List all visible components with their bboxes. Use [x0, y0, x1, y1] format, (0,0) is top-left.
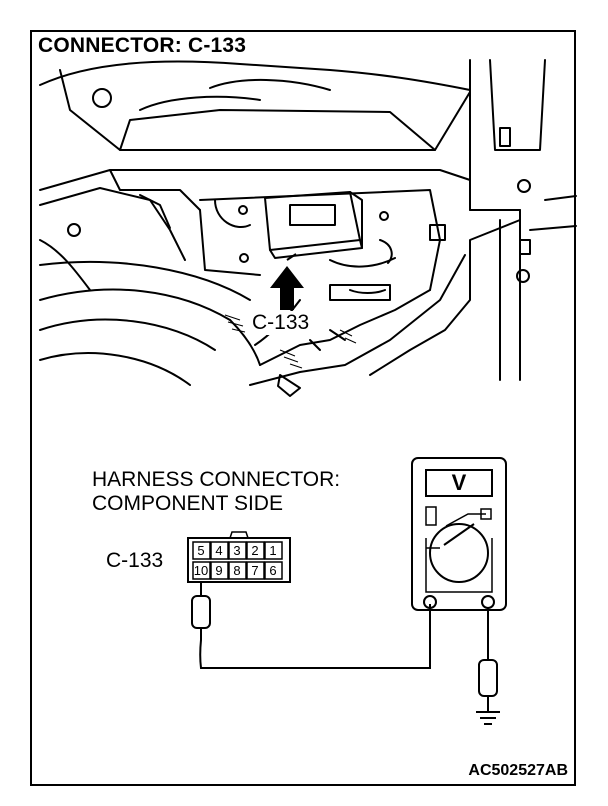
harness-connector-subheading: COMPONENT SIDE: [92, 492, 283, 515]
connector-pin: 8: [233, 563, 241, 578]
dashboard-illustration: [39, 59, 577, 397]
ground-probe: [476, 608, 500, 725]
meter-dial-pointer: [443, 523, 475, 546]
connector-pin: 3: [233, 543, 241, 558]
connector-pin: 9: [215, 563, 223, 578]
harness-connector-heading: HARNESS CONNECTOR:: [92, 468, 341, 491]
connector-pin: 5: [197, 543, 205, 558]
reference-code: AC502527AB: [468, 762, 568, 779]
connector-pin: 1: [269, 543, 277, 558]
connector-probe: [191, 582, 431, 669]
connector-pin: 4: [215, 543, 223, 558]
connector-id-label: C-133: [106, 549, 164, 572]
connector-pin: 10: [193, 563, 209, 578]
harness-connector: [187, 531, 291, 583]
connector-callout-label: C-133: [250, 311, 312, 335]
connector-pin-grid: [192, 541, 283, 580]
meter-mode-label: V: [451, 470, 467, 495]
component-module: [264, 191, 363, 259]
wiring-hatching: [224, 314, 357, 369]
connector-pin: 2: [251, 543, 259, 558]
connector-pin: 7: [251, 563, 259, 578]
callout-arrow: [270, 253, 304, 310]
connector-pin: 6: [269, 563, 277, 578]
page-title: CONNECTOR: C-133: [38, 34, 247, 57]
